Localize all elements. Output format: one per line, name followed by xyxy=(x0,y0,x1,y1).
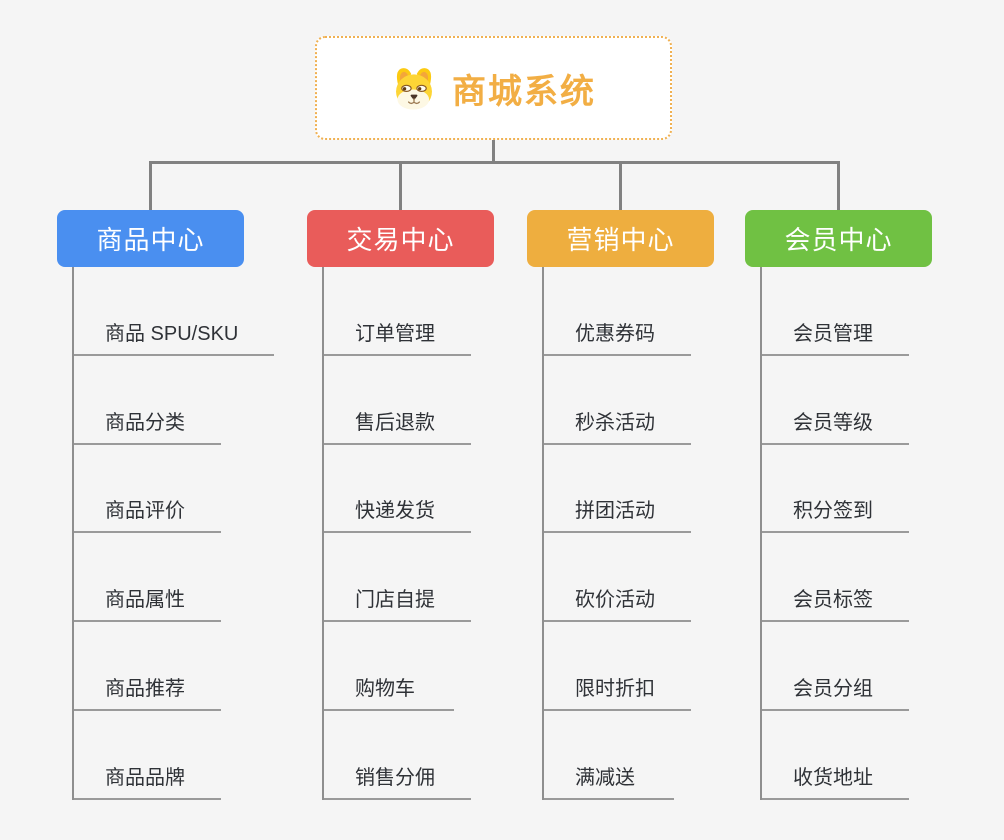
child-label: 秒杀活动 xyxy=(575,411,655,434)
branch-child-line xyxy=(72,267,74,800)
root-title: 商城系统 xyxy=(452,72,596,111)
branch-child-line xyxy=(542,267,544,800)
child-node[interactable]: 积分签到 xyxy=(760,445,909,534)
branch-connector-horizontal xyxy=(149,161,840,164)
child-node[interactable]: 会员管理 xyxy=(760,267,909,356)
child-node[interactable]: 商品分类 xyxy=(72,356,221,445)
child-label: 优惠券码 xyxy=(575,322,655,345)
child-label: 商品品牌 xyxy=(105,766,185,789)
child-node[interactable]: 会员标签 xyxy=(760,533,909,623)
child-label: 限时折扣 xyxy=(575,678,655,701)
child-label: 会员标签 xyxy=(793,589,873,612)
child-label: 销售分佣 xyxy=(355,766,435,789)
child-node[interactable]: 限时折扣 xyxy=(542,622,691,712)
child-node[interactable]: 商品属性 xyxy=(72,533,221,623)
child-label: 门店自提 xyxy=(355,589,435,612)
branch-product-center: 商品中心 商品 SPU/SKU 商品分类 商品评价 商品属性 商品推荐 商品品牌 xyxy=(57,210,287,800)
child-label: 会员管理 xyxy=(793,322,873,345)
child-node[interactable]: 会员分组 xyxy=(760,622,909,712)
child-label: 会员分组 xyxy=(793,678,873,701)
child-node[interactable]: 购物车 xyxy=(322,622,454,712)
child-label: 满减送 xyxy=(575,766,635,789)
root-node[interactable]: 商城系统 xyxy=(315,36,672,140)
child-node[interactable]: 销售分佣 xyxy=(322,711,471,800)
child-node[interactable]: 商品品牌 xyxy=(72,711,221,800)
child-node[interactable]: 优惠券码 xyxy=(542,267,691,356)
child-node[interactable]: 会员等级 xyxy=(760,356,909,445)
child-node[interactable]: 商品 SPU/SKU xyxy=(72,267,275,356)
child-label: 快递发货 xyxy=(355,500,435,523)
child-node[interactable]: 收货地址 xyxy=(760,711,909,800)
branch-children: 会员管理 会员等级 积分签到 会员标签 会员分组 收货地址 xyxy=(760,267,975,800)
dog-face-icon xyxy=(391,65,437,111)
branch-child-line xyxy=(760,267,762,800)
branch-children: 商品 SPU/SKU 商品分类 商品评价 商品属性 商品推荐 商品品牌 xyxy=(72,267,287,800)
child-label: 拼团活动 xyxy=(575,500,655,523)
child-node[interactable]: 砍价活动 xyxy=(542,533,691,623)
branch-child-line xyxy=(322,267,324,800)
child-node[interactable]: 满减送 xyxy=(542,711,674,800)
child-label: 收货地址 xyxy=(793,766,873,789)
child-label: 会员等级 xyxy=(793,411,873,434)
branch-connector-drop xyxy=(149,161,152,210)
branch-connector-drop xyxy=(837,161,840,210)
branch-connector-drop xyxy=(619,161,622,210)
branch-member-center: 会员中心 会员管理 会员等级 积分签到 会员标签 会员分组 收货地址 xyxy=(745,210,975,800)
branch-children: 订单管理 售后退款 快递发货 门店自提 购物车 销售分佣 xyxy=(322,267,537,800)
child-node[interactable]: 门店自提 xyxy=(322,533,471,623)
child-label: 商品推荐 xyxy=(105,678,185,701)
branch-marketing-center: 营销中心 优惠券码 秒杀活动 拼团活动 砍价活动 限时折扣 满减送 xyxy=(527,210,757,800)
child-label: 售后退款 xyxy=(355,411,435,434)
child-node[interactable]: 订单管理 xyxy=(322,267,471,356)
child-node[interactable]: 秒杀活动 xyxy=(542,356,691,445)
child-label: 购物车 xyxy=(355,678,415,701)
branch-children: 优惠券码 秒杀活动 拼团活动 砍价活动 限时折扣 满减送 xyxy=(542,267,757,800)
root-connector-stub xyxy=(492,140,495,164)
branch-node-member[interactable]: 会员中心 xyxy=(745,210,932,267)
branch-trade-center: 交易中心 订单管理 售后退款 快递发货 门店自提 购物车 销售分佣 xyxy=(307,210,537,800)
child-node[interactable]: 拼团活动 xyxy=(542,445,691,534)
child-node[interactable]: 售后退款 xyxy=(322,356,471,445)
child-label: 订单管理 xyxy=(355,322,435,345)
child-label: 商品分类 xyxy=(105,411,185,434)
child-node[interactable]: 商品评价 xyxy=(72,445,221,534)
branch-node-trade[interactable]: 交易中心 xyxy=(307,210,494,267)
child-label: 商品 SPU/SKU xyxy=(105,322,239,345)
child-label: 商品属性 xyxy=(105,589,185,612)
child-label: 积分签到 xyxy=(793,500,873,523)
branch-node-marketing[interactable]: 营销中心 xyxy=(527,210,714,267)
child-label: 商品评价 xyxy=(105,500,185,523)
branch-node-product[interactable]: 商品中心 xyxy=(57,210,244,267)
child-label: 砍价活动 xyxy=(575,589,655,612)
branch-connector-drop xyxy=(399,161,402,210)
child-node[interactable]: 快递发货 xyxy=(322,445,471,534)
child-node[interactable]: 商品推荐 xyxy=(72,622,221,712)
